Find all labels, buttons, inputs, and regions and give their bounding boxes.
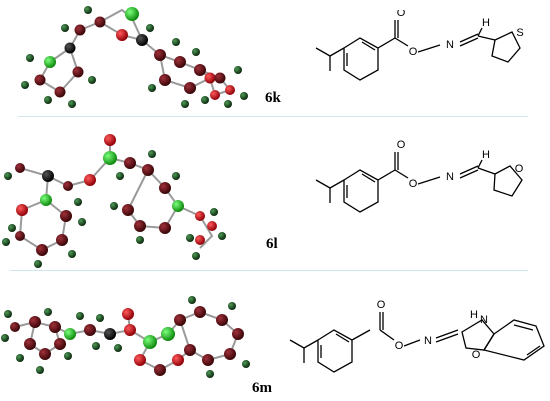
atom-o-carbonyl-6k: O — [397, 10, 406, 19]
atom-o-ring-6m: O — [472, 349, 481, 361]
atom-s-ring-6k: S — [516, 27, 523, 39]
molecule-3d-model-6k — [21, 6, 248, 108]
molecule-3d-model-6l — [2, 134, 226, 268]
atom-o-ring-6l: O — [515, 163, 524, 175]
structure-formula-6k: O O N H S — [315, 10, 524, 81]
atom-n-ring-6m: N — [480, 314, 488, 326]
atom-o-ester-6m: O — [395, 340, 404, 352]
atom-n-oxime-6k: N — [446, 39, 454, 51]
atom-n-oxime-6m: N — [424, 335, 432, 347]
compound-label-6l: 6l — [266, 236, 278, 252]
compound-label-6m: 6m — [252, 380, 272, 396]
atom-h-imine-6l: H — [482, 149, 490, 161]
atom-n-oxime-6l: N — [446, 171, 454, 183]
compound-label-6k: 6k — [265, 90, 281, 106]
atom-o-carbonyl-6m: O — [377, 299, 386, 311]
structure-formula-6l: O O N H O — [315, 139, 524, 213]
panel-6m: 6m O O N H N O — [0, 272, 550, 401]
molecule-3d-model-6m — [1, 296, 250, 378]
panel-6l: 6l O O N H O — [0, 118, 550, 270]
atom-o-ester-6l: O — [409, 178, 418, 190]
panel-6k: 6k O O N H S — [0, 0, 550, 118]
structure-formula-6m: O O N H N O — [289, 299, 545, 373]
atom-o-ester-6k: O — [409, 46, 418, 58]
panel-divider-1 — [18, 116, 528, 117]
atom-o-carbonyl-6l: O — [397, 139, 406, 151]
atom-h-imine-6k: H — [482, 17, 490, 29]
panel-divider-2 — [10, 270, 528, 271]
atom-h-nh-6m: H — [470, 309, 478, 321]
